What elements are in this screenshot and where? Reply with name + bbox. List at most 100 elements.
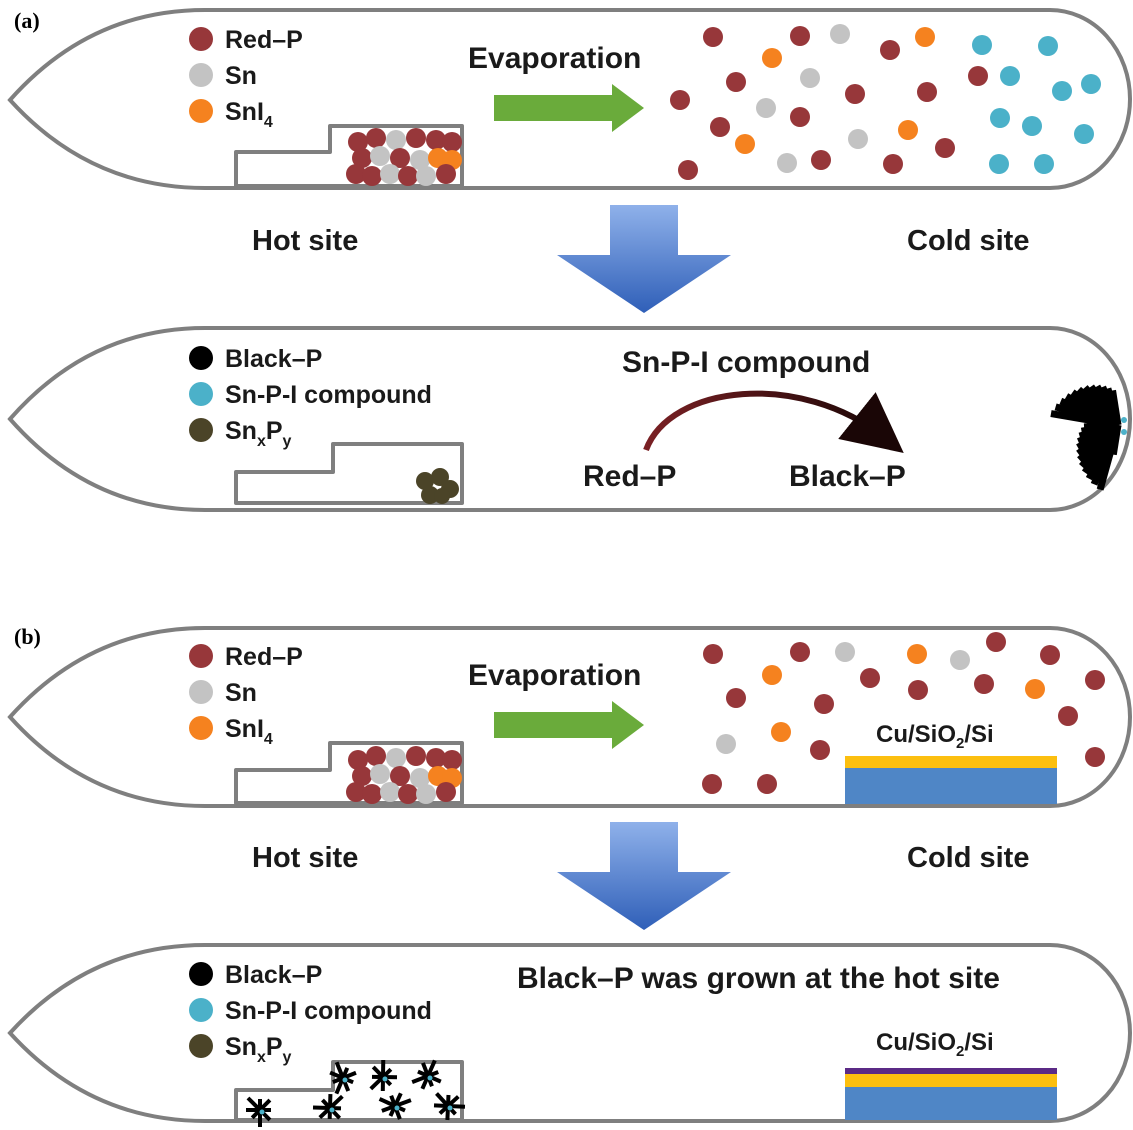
evaporation-label-a: Evaporation	[468, 42, 641, 75]
vapor-particle	[771, 722, 791, 742]
boat-b-bottom	[234, 1060, 464, 1122]
black-p-cluster	[433, 1092, 466, 1121]
vapor-particle	[1074, 124, 1094, 144]
substrate-label-b-top: Cu/SiO2/Si	[876, 721, 994, 752]
vapor-particle	[883, 154, 903, 174]
boat-b-top	[234, 741, 464, 805]
snpi-dot	[394, 1105, 400, 1111]
vapor-particle	[800, 68, 820, 88]
boat-a-top	[234, 124, 464, 188]
vapor-particle	[716, 734, 736, 754]
source-particle	[348, 750, 368, 770]
hot-site-label-a: Hot site	[252, 225, 358, 257]
cold-site-label-a: Cold site	[907, 225, 1029, 257]
crystal-needle	[334, 1061, 345, 1079]
vapor-particle	[756, 98, 776, 118]
crystal-needle	[426, 1059, 437, 1077]
source-particle	[346, 164, 366, 184]
legend-swatch	[189, 27, 213, 51]
panel-b-label: (b)	[14, 624, 41, 649]
vapor-particle	[990, 108, 1010, 128]
vapor-particle	[860, 668, 880, 688]
source-particle	[436, 164, 456, 184]
vapor-particle	[1025, 679, 1045, 699]
conversion-arrow	[643, 390, 904, 453]
source-particle	[390, 148, 410, 168]
vapor-particle	[880, 40, 900, 60]
vapor-particle	[703, 27, 723, 47]
snpi-dot	[342, 1077, 348, 1083]
vapor-particle	[898, 120, 918, 140]
vapor-particle	[1052, 81, 1072, 101]
snpi-dot	[259, 1109, 265, 1115]
legend-swatch	[189, 998, 213, 1022]
legend-label: SnI4	[225, 715, 273, 748]
process-arrow-a	[557, 205, 731, 313]
source-particle	[398, 166, 418, 186]
compound-title: Sn-P-I compound	[622, 346, 870, 379]
source-particle	[416, 784, 436, 804]
crystal-needle	[369, 1075, 385, 1091]
black-p-cluster	[329, 1061, 357, 1095]
vapor-particle	[1058, 706, 1078, 726]
vapor-particle	[702, 774, 722, 794]
source-particle	[442, 132, 462, 152]
crystal-needle	[435, 1092, 450, 1108]
vapor-particle	[835, 642, 855, 662]
vapor-particle	[762, 665, 782, 685]
legend-label: Red–P	[225, 643, 303, 671]
source-pile-b	[346, 746, 462, 804]
source-particle	[386, 130, 406, 150]
vapor-particle	[790, 107, 810, 127]
legend-label: Sn-P-I compound	[225, 381, 432, 409]
vapor-particle	[735, 134, 755, 154]
growth-caption: Black–P was grown at the hot site	[517, 962, 1000, 995]
crystal-needle	[378, 1097, 396, 1108]
process-arrow-b	[557, 822, 731, 930]
black-p-crystals-cold-site	[1050, 384, 1127, 491]
legend-label: SnI4	[225, 98, 273, 131]
vapor-particle	[986, 632, 1006, 652]
snpi-dot	[329, 1107, 335, 1113]
evaporation-arrow-a	[494, 84, 644, 132]
vapor-particle	[1038, 36, 1058, 56]
crystal-needle	[246, 1096, 262, 1112]
source-particle	[380, 164, 400, 184]
substrate-b-bottom: Cu/SiO2/Si	[845, 1029, 1057, 1120]
snpi-dot	[382, 1076, 388, 1082]
crystal-needle	[394, 1098, 412, 1108]
vapor-particle	[989, 154, 1009, 174]
boat-a-bottom	[234, 442, 464, 505]
source-particle	[390, 766, 410, 786]
vapor-particle	[757, 774, 777, 794]
vapor-particles-a	[670, 24, 1101, 180]
legend-label: Black–P	[225, 345, 322, 373]
vapor-particle	[790, 642, 810, 662]
crystal-needle	[1109, 389, 1122, 426]
legend-label: SnxPy	[225, 1033, 292, 1066]
legend-swatch	[189, 644, 213, 668]
legend-swatch	[189, 418, 213, 442]
vapor-particle	[703, 644, 723, 664]
vapor-particle	[762, 48, 782, 68]
source-particle	[436, 782, 456, 802]
black-p-cluster	[411, 1059, 442, 1090]
snpi-dot	[1121, 417, 1127, 423]
black-p-cluster	[369, 1059, 398, 1092]
vapor-particle	[726, 72, 746, 92]
vapor-particle	[814, 694, 834, 714]
source-particle	[380, 782, 400, 802]
legend-swatch	[189, 346, 213, 370]
vapor-particle	[915, 27, 935, 47]
evaporation-label-b: Evaporation	[468, 659, 641, 692]
legend-swatch	[189, 962, 213, 986]
snpi-dot	[447, 1105, 453, 1111]
vapor-particle	[1085, 670, 1105, 690]
black-p-cluster	[312, 1093, 344, 1120]
